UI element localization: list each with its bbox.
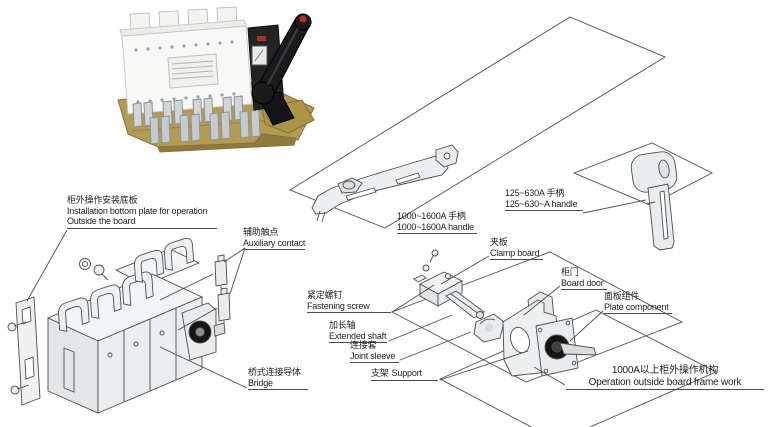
label-support-en: Support (391, 368, 422, 378)
label-handle-125-630-en: 125~630~A handle (505, 198, 578, 209)
label-plate-component-en: Plate component (604, 301, 669, 312)
label-installation-plate: 柜外操作安装底板 Installation bottom plate for o… (67, 195, 217, 229)
label-extended-shaft: 加长轴 Extended shaft (329, 320, 387, 343)
joint-sleeve-part (473, 313, 505, 343)
label-plate-component: 面板组件 Plate component (604, 291, 672, 314)
photo-switch-body (119, 19, 253, 115)
screw-and-washer (79, 258, 109, 281)
auxiliary-contacts-drawing (214, 254, 231, 327)
label-fastening-screw-zh: 紧定螺钉 (307, 290, 343, 300)
mounting-plate (7, 296, 41, 406)
label-clamp-board-en: Clamp board (490, 247, 540, 258)
label-handle-1000-1600: 1000~1600A 手柄 1000~1600A handle (397, 211, 477, 234)
handle-125-630-drawing (630, 151, 678, 251)
label-fastening-screw-en: Fastening screw (307, 300, 370, 311)
label-board-door: 柜门 Board door (561, 267, 607, 290)
switch-body (46, 248, 204, 414)
label-joint-sleeve: 连接套 Joint sleeve (350, 340, 399, 363)
label-joint-sleeve-en: Joint sleeve (350, 350, 396, 361)
switch-photo (117, 6, 315, 153)
label-operation-mechanism-zh: 1000A以上柜外操作机构 (611, 365, 719, 376)
label-auxiliary-contact-en: Auxiliary contact (243, 237, 306, 248)
exploded-mechanism-drawing (413, 249, 597, 377)
label-handle-125-630-zh: 125~630A 手柄 (505, 188, 565, 198)
label-extended-shaft-en: Extended shaft (329, 330, 387, 341)
label-installation-plate-en2: Outside the board (67, 216, 136, 226)
label-auxiliary-contact: 辅助触点 Auxiliary contact (243, 227, 305, 250)
plate-component-part (535, 317, 597, 377)
label-handle-1000-1600-en: 1000~1600A handle (397, 221, 474, 232)
label-operation-mechanism: 1000A以上柜外操作机构 Operation outside board fr… (566, 365, 764, 390)
label-handle-125-630: 125~630A 手柄 125~630~A handle (505, 188, 583, 211)
photo-terminal-lugs (132, 95, 261, 145)
label-bridge-en: Bridge (248, 377, 273, 388)
label-operation-mechanism-en: Operation outside board frame work (588, 376, 742, 388)
handle-1000-1600-drawing (311, 144, 459, 223)
label-installation-plate-zh: 柜外操作安装底板 (67, 195, 138, 205)
label-support-zh: 支架 (371, 368, 389, 378)
label-board-door-en: Board door (561, 277, 604, 288)
extended-shaft-part (445, 290, 485, 319)
photo-handle-unit (247, 13, 315, 134)
label-auxiliary-contact-zh: 辅助触点 (243, 227, 279, 237)
label-bridge-zh: 桥式连接导体 (248, 367, 301, 377)
leader-lines (26, 199, 647, 389)
label-fastening-screw: 紧定螺钉 Fastening screw (307, 290, 391, 313)
label-clamp-board-zh: 夹板 (490, 237, 508, 247)
main-switch-drawing (7, 237, 226, 414)
label-plate-component-zh: 面板组件 (604, 291, 640, 301)
label-handle-1000-1600-zh: 1000~1600A 手柄 (397, 211, 466, 221)
side-mechanism (181, 302, 226, 361)
label-bridge: 桥式连接导体 Bridge (248, 367, 308, 390)
label-board-door-zh: 柜门 (561, 267, 579, 277)
photo-nameplate (167, 53, 219, 89)
label-joint-sleeve-zh: 连接套 (350, 340, 377, 350)
label-clamp-board: 夹板 Clamp board (490, 237, 543, 260)
label-installation-plate-en1: Installation bottom plate for operation (67, 205, 208, 216)
label-extended-shaft-zh: 加长轴 (329, 320, 356, 330)
